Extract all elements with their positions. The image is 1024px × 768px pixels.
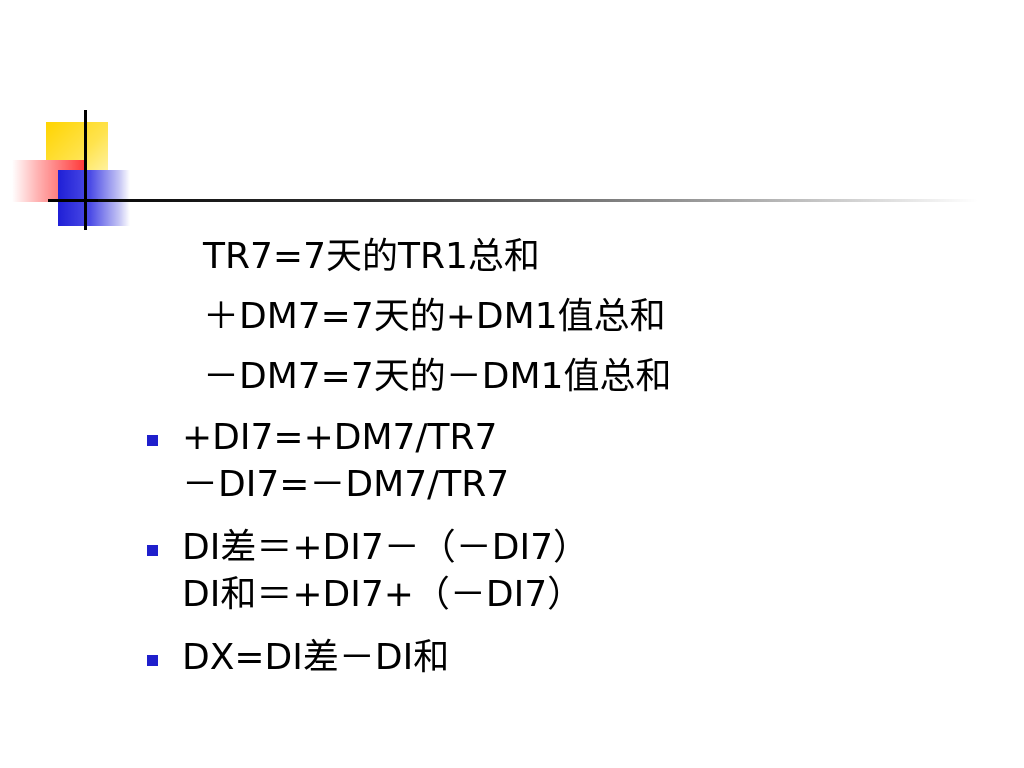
formula-minus-di7: －DI7=－DM7/TR7 bbox=[182, 464, 510, 505]
title-divider-line bbox=[48, 199, 978, 202]
bullet-marker bbox=[147, 655, 158, 666]
formula-dx: DX=DI差－DI和 bbox=[182, 637, 450, 678]
formula-tr7: TR7=7天的TR1总和 bbox=[203, 236, 540, 277]
logo-blue-square bbox=[58, 170, 130, 226]
title-divider-line-start bbox=[48, 199, 98, 202]
logo-vertical-line bbox=[84, 110, 87, 230]
formula-minus-dm7: －DM7=7天的－DM1值总和 bbox=[203, 356, 672, 397]
formula-di-sum: DI和＝+DI7+（－DI7） bbox=[182, 574, 584, 615]
formula-plus-di7: +DI7=+DM7/TR7 bbox=[182, 417, 498, 458]
formula-di-diff: DI差＝+DI7－（－DI7） bbox=[182, 527, 589, 568]
bullet-marker bbox=[147, 435, 158, 446]
formula-plus-dm7: ＋DM7=7天的+DM1值总和 bbox=[203, 296, 666, 337]
bullet-marker bbox=[147, 545, 158, 556]
